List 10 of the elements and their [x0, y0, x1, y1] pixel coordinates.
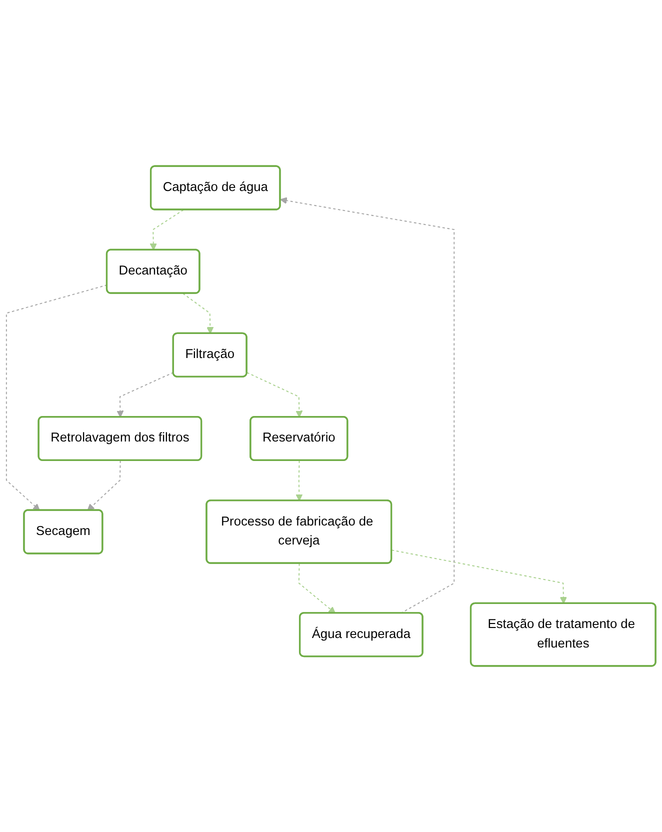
arrow	[280, 197, 455, 614]
arrow	[87, 460, 121, 511]
arrow	[296, 460, 303, 502]
arrow	[182, 292, 214, 334]
arrow	[150, 209, 184, 250]
arrow	[116, 372, 174, 418]
arrow	[391, 550, 567, 604]
arrow	[246, 372, 303, 418]
arrow	[298, 562, 336, 614]
arrow	[6, 284, 108, 511]
